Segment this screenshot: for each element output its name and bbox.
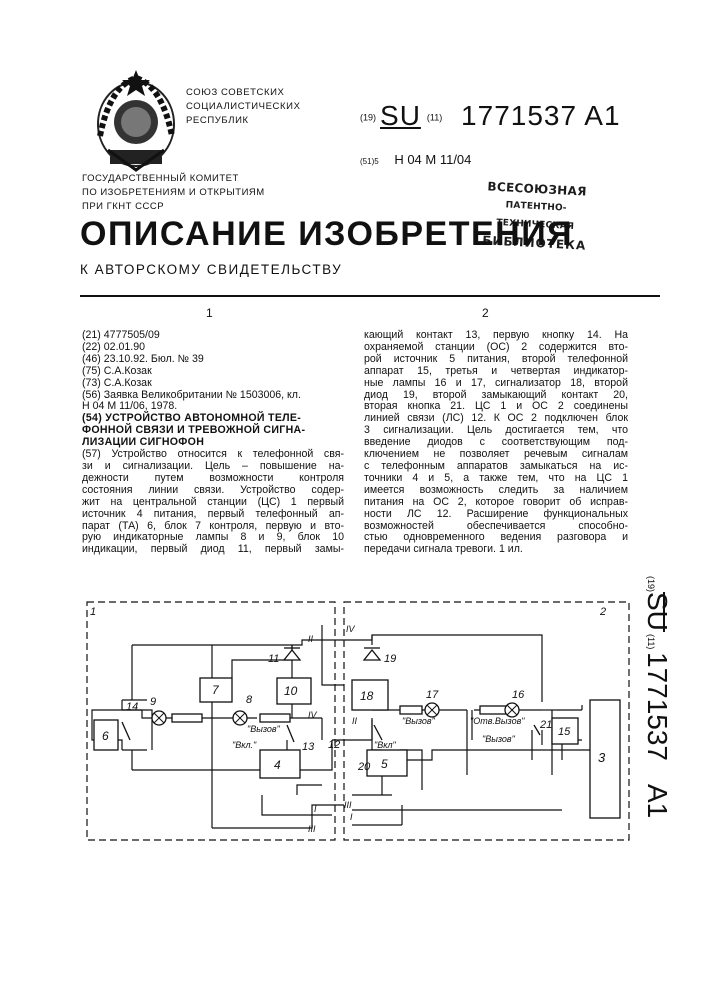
block-4-label: 4 xyxy=(274,758,281,772)
vertical-code11: (11) xyxy=(646,634,656,649)
vertical-patent-number: (19) SU (11) 1771537 A1 xyxy=(636,572,676,832)
block-6-label: 6 xyxy=(102,729,109,743)
state-emblem-icon xyxy=(90,66,182,178)
lamp-9-label: 9 xyxy=(150,696,156,708)
label-vyzov-a: "Вызов" xyxy=(247,724,281,734)
station-1-label: 1 xyxy=(90,606,96,618)
button-14-label: 14 xyxy=(126,701,138,713)
roman-III-a: III xyxy=(308,824,316,834)
contact-20-label: 20 xyxy=(357,761,371,773)
label-vyzov-c: "Вызов" xyxy=(482,734,516,744)
button-21-label: 21 xyxy=(539,719,552,731)
roman-I-b: I xyxy=(350,812,353,822)
abstract-line: питания на ОС 2, которое говорит об испр… xyxy=(364,497,628,509)
column-right: кающий контакт 13, первую кнопку 14. На … xyxy=(364,330,628,556)
abstract-line: источник 4 питания, первый телефонный ап… xyxy=(82,509,344,521)
lamp-16-label: 16 xyxy=(512,689,525,701)
vertical-country: SU xyxy=(642,592,673,631)
roman-IV-a: IV xyxy=(346,624,356,634)
roman-IV-b: IV xyxy=(308,710,318,720)
abstract-line: состояния линии связи. Устройство содер- xyxy=(82,485,344,497)
abstract-line: рой источник 5 питания, второй телефонно… xyxy=(364,354,628,366)
station-2-label: 2 xyxy=(599,606,606,618)
roman-II-a: II xyxy=(308,634,314,644)
abstract-line: ные лампы 16 и 17, сигнализатор 18, втор… xyxy=(364,378,628,390)
abstract-line: передачи сигнала тревоги. 1 ил. xyxy=(364,544,628,556)
station-1-frame xyxy=(87,602,335,840)
abstract-line: имеется возможность следить за наличием xyxy=(364,485,628,497)
abstract-line: индикации, первый диод 11, первый замы- xyxy=(82,544,344,556)
roman-III-b: III xyxy=(344,800,352,810)
circuit-diagram: 1 2 3 4 5 6 7 10 15 18 8 9 16 17 11 19 1… xyxy=(82,600,642,850)
block-18-label: 18 xyxy=(360,689,374,703)
column-number-2: 2 xyxy=(482,306,489,320)
label-vyzov-b: "Вызов" xyxy=(402,716,436,726)
vertical-kind: A1 xyxy=(642,784,673,818)
label-otv-vyzov: "Отв.Вызов" xyxy=(470,716,525,726)
document-title: ОПИСАНИЕ ИЗОБРЕТЕНИЯ xyxy=(80,215,573,254)
label-vkl-b: "Вкл" xyxy=(374,740,397,750)
column-left: (21) 4777505/09 (22) 02.01.90 (46) 23.10… xyxy=(82,330,344,556)
abstract-line: дежности путем возможности контроля xyxy=(82,473,344,485)
block-5-label: 5 xyxy=(381,757,388,771)
roman-II-b: II xyxy=(352,716,358,726)
lamp-17-label: 17 xyxy=(426,689,439,701)
diode-11 xyxy=(284,650,300,660)
organization-name: СОЮЗ СОВЕТСКИХ СОЦИАЛИСТИЧЕСКИХ РЕСПУБЛИ… xyxy=(186,86,301,128)
contact-13-label: 13 xyxy=(302,741,315,753)
diode-11-label: 11 xyxy=(268,653,279,665)
abstract-line: аппарат 15, третья и четвертая индикатор… xyxy=(364,366,628,378)
block-10-label: 10 xyxy=(284,684,298,698)
block-3-label: 3 xyxy=(598,750,606,765)
diode-19 xyxy=(364,650,380,660)
committee-name: ГОСУДАРСТВЕННЫЙ КОМИТЕТ ПО ИЗОБРЕТЕНИЯМ … xyxy=(82,172,265,214)
button-14 xyxy=(122,722,130,740)
abstract-line: жит на центральной станции (ЦС) 1 первый xyxy=(82,497,344,509)
label-vkl-a: "Вкл." xyxy=(232,740,257,750)
column-number-1: 1 xyxy=(206,306,213,320)
vertical-number: 1771537 xyxy=(642,652,673,761)
contact-20 xyxy=(374,725,382,740)
biblio-line: (73) С.А.Козак xyxy=(82,378,344,390)
diode-19-label: 19 xyxy=(384,653,396,665)
block-15-label: 15 xyxy=(558,726,571,738)
abstract-line: точники 4 и 5, а также тем, что на ЦС 1 xyxy=(364,473,628,485)
document-subtitle: К АВТОРСКОМУ СВИДЕТЕЛЬСТВУ xyxy=(80,262,342,277)
vertical-code19: (19) xyxy=(646,576,656,592)
ipc-class: (51)5 Н 04 М 11/04 xyxy=(360,152,471,167)
abstract-line: ности ЛС 12. Расширение функциональных xyxy=(364,509,628,521)
patent-number: (19)SU(11) 1771537 A1 xyxy=(360,100,621,132)
line-12-label: 12 xyxy=(328,739,340,751)
header-divider xyxy=(80,295,660,297)
biblio-line: (75) С.А.Козак xyxy=(82,366,344,378)
contact-13 xyxy=(287,725,294,742)
lamp-8-label: 8 xyxy=(246,694,253,706)
biblio-line: (46) 23.10.92. Бюл. № 39 xyxy=(82,354,344,366)
